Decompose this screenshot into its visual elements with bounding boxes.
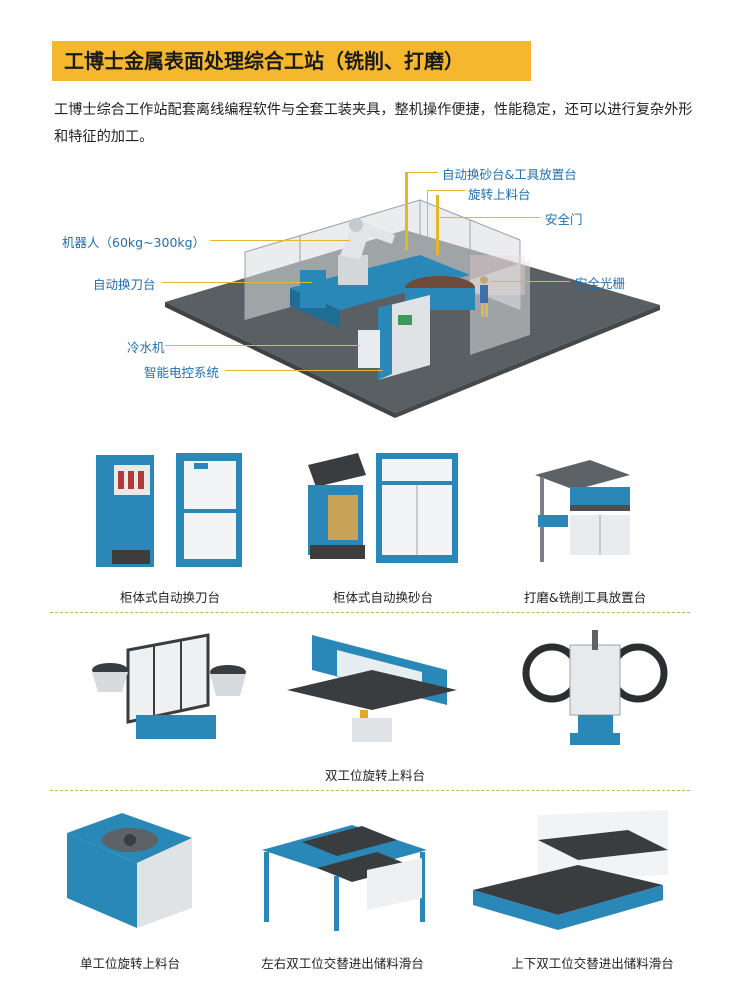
intro-paragraph: 工博士综合工作站配套离线编程软件与全套工装夹具，整机操作便捷，性能稳定，还可以进…: [54, 102, 693, 145]
leader-rotary-h: [427, 190, 465, 191]
leader-curtain: [490, 281, 570, 282]
workstation-illustration: [165, 172, 660, 418]
callout-robot: 机器人（60kg~300kg）: [62, 235, 206, 250]
product-image-ud-slide: [468, 805, 668, 940]
product-image-sand-cabinet: [298, 445, 468, 570]
callout-light-curtain: 安全光栅: [575, 276, 626, 291]
caption-tool-rack: 打磨&铣削工具放置台: [523, 590, 647, 605]
leader-control: [225, 370, 383, 371]
caption-lr-slide: 左右双工位交替进出储料滑台: [261, 956, 424, 971]
leader-rotary: [427, 190, 428, 238]
caption-dual-rotary: 双工位旋转上料台: [324, 768, 425, 783]
product-image-tool-rack: [530, 455, 640, 570]
callout-tool-changer: 自动换刀台: [93, 277, 156, 292]
divider-1: [50, 612, 690, 613]
callout-sand-changer: 自动换砂台&工具放置台: [442, 167, 577, 182]
leader-sand-changer-h: [406, 172, 438, 173]
product-image-dual-rotary-2: [282, 630, 462, 748]
caption-ud-slide: 上下双工位交替进出储料滑台: [511, 956, 674, 971]
leader-chiller: [165, 345, 360, 346]
callout-control: 智能电控系统: [144, 365, 220, 380]
caption-sand-cabinet: 柜体式自动换砂台: [332, 590, 433, 605]
leader-sand-changer: [406, 172, 407, 232]
leader-robot: [210, 240, 350, 241]
caption-tool-cabinet: 柜体式自动换刀台: [119, 590, 220, 605]
callout-chiller: 冷水机: [127, 340, 165, 355]
divider-2: [50, 790, 690, 791]
product-image-lr-slide: [252, 820, 432, 935]
callout-rotary-loader: 旋转上料台: [468, 187, 531, 202]
product-image-dual-rotary-1: [88, 630, 248, 745]
workstation-hero: 机器人（60kg~300kg） 自动换刀台 冷水机 智能电控系统 自动换砂台&工…: [0, 160, 733, 420]
product-image-tool-cabinet: [90, 445, 250, 570]
callout-safety-door: 安全门: [545, 212, 583, 227]
leader-tool-changer: [162, 282, 312, 283]
product-image-single-rotary: [62, 808, 197, 933]
product-image-dual-rotary-3: [520, 625, 670, 750]
caption-single-rotary: 单工位旋转上料台: [79, 956, 180, 971]
page-title: 工博士金属表面处理综合工站（铣削、打磨）: [52, 41, 531, 81]
leader-door: [440, 217, 540, 218]
